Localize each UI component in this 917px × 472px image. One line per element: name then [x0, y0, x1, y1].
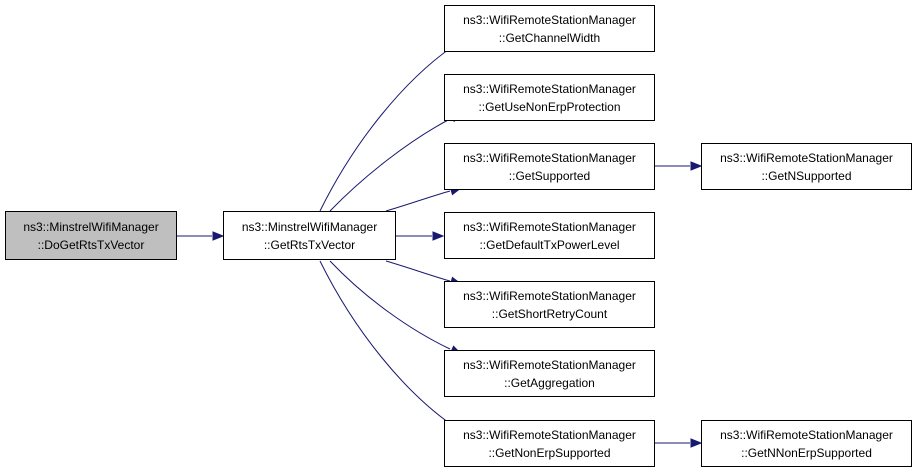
node-label-method: ::GetRtsTxVector: [263, 237, 356, 252]
node-label-method: ::GetNonErpSupported: [488, 445, 611, 460]
edge-getrtstxvector-to-c6: [329, 260, 451, 350]
edge-getrtstxvector-to-c3: [385, 190, 451, 212]
node-getusenonerpprotection[interactable]: ns3::WifiRemoteStationManager ::GetUseNo…: [444, 74, 655, 121]
node-minstrel-getrtstxvector[interactable]: ns3::MinstrelWifiManager ::GetRtsTxVecto…: [223, 211, 396, 260]
node-label-namespace: ns3::WifiRemoteStationManager: [463, 427, 636, 442]
node-label-namespace: ns3::WifiRemoteStationManager: [720, 150, 893, 165]
arrowhead-getsupported-to-getnsupported: [690, 161, 703, 171]
node-label-namespace: ns3::WifiRemoteStationManager: [463, 357, 636, 372]
node-label-method: ::GetSupported: [508, 168, 591, 183]
edge-getrtstxvector-to-c2: [329, 118, 451, 212]
arrowhead-getnonerpsupported-to-getnnonerpsupported: [690, 438, 703, 448]
node-label-namespace: ns3::WifiRemoteStationManager: [463, 81, 636, 96]
node-getnsupported[interactable]: ns3::WifiRemoteStationManager ::GetNSupp…: [701, 143, 912, 190]
node-label-method: ::GetNNonErpSupported: [741, 445, 872, 460]
node-label-method: ::GetShortRetryCount: [491, 306, 608, 321]
node-label-namespace: ns3::WifiRemoteStationManager: [720, 427, 893, 442]
edge-getrtstxvector-to-c5: [385, 260, 451, 282]
node-label-method: ::GetUseNonErpProtection: [478, 99, 621, 114]
node-getdefaulttxpowerlevel[interactable]: ns3::WifiRemoteStationManager ::GetDefau…: [444, 212, 655, 259]
node-label-namespace: ns3::WifiRemoteStationManager: [463, 219, 636, 234]
node-getsupported[interactable]: ns3::WifiRemoteStationManager ::GetSuppo…: [444, 143, 655, 190]
node-label-namespace: ns3::WifiRemoteStationManager: [463, 12, 636, 27]
node-getshortretrycount[interactable]: ns3::WifiRemoteStationManager ::GetShort…: [444, 281, 655, 328]
node-minstrel-dogetrtstxvector[interactable]: ns3::MinstrelWifiManager ::DoGetRtsTxVec…: [5, 211, 177, 260]
node-label-method: ::GetChannelWidth: [498, 30, 601, 45]
node-getnnonerpsupported[interactable]: ns3::WifiRemoteStationManager ::GetNNonE…: [701, 420, 912, 467]
node-getchannelwidth[interactable]: ns3::WifiRemoteStationManager ::GetChann…: [444, 5, 655, 52]
edge-getrtstxvector-to-c7: [319, 260, 453, 426]
edge-getrtstxvector-to-c1: [319, 46, 453, 212]
node-label-method: ::GetAggregation: [504, 375, 595, 390]
node-getnonerpsupported[interactable]: ns3::WifiRemoteStationManager ::GetNonEr…: [444, 420, 655, 467]
node-label-method: ::GetNSupported: [761, 168, 852, 183]
node-label-namespace: ns3::MinstrelWifiManager: [23, 219, 159, 234]
node-label-method: ::GetDefaultTxPowerLevel: [479, 237, 620, 252]
node-label-namespace: ns3::MinstrelWifiManager: [241, 219, 378, 234]
arrowhead-root-to-getrtstxvector: [212, 231, 225, 241]
node-label-namespace: ns3::WifiRemoteStationManager: [463, 288, 636, 303]
node-label-namespace: ns3::WifiRemoteStationManager: [463, 150, 636, 165]
arrowhead-getrtstxvector-to-c4: [432, 231, 445, 241]
node-getaggregation[interactable]: ns3::WifiRemoteStationManager ::GetAggre…: [444, 350, 655, 397]
node-label-method: ::DoGetRtsTxVector: [37, 237, 145, 252]
